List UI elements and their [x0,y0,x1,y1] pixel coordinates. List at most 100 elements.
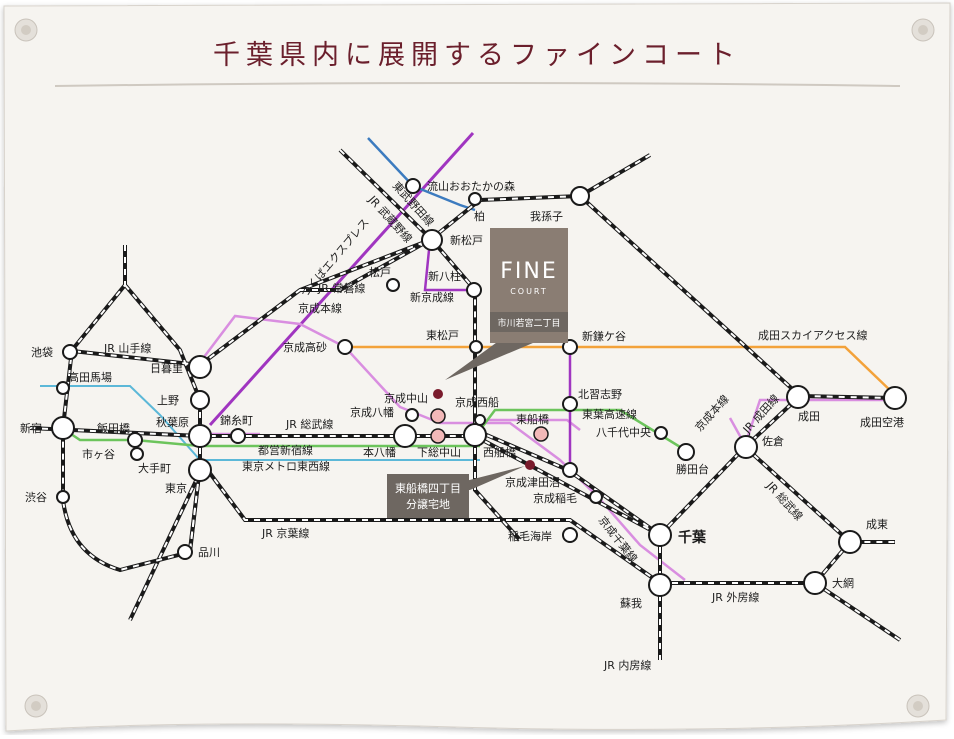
property-marker-higashifunabashi [525,460,535,470]
station-marker-narita [786,385,810,409]
station-label-kinshicho: 錦糸町 [220,413,253,427]
pin-top-right-icon [911,18,935,42]
line-label-keisei-main: 京成本線 [298,301,342,315]
station-marker-shibuya [56,490,70,504]
station-marker-kashiwa [468,192,482,206]
station-label-shinagawa: 品川 [198,546,220,559]
station-label-shinmatsudo: 新松戸 [450,233,483,247]
station-label-otemachi: 大手町 [138,461,171,475]
station-marker-keisei-tsudanuma [562,462,578,478]
station-marker-keisei-nakayama [430,408,446,424]
station-label-shinkamagaya: 新鎌ケ谷 [582,329,626,343]
station-marker-akihabara [188,424,212,448]
station-label-shinyahashira: 新八柱 [428,269,461,283]
station-marker-iidabashi [127,432,143,448]
station-label-keisei-nakayama: 京成中山 [384,391,428,405]
station-marker-matsudo [386,278,400,292]
pin-bottom-right-icon [906,694,930,718]
station-marker-tokyo [188,458,212,482]
station-marker-keisei-inage [589,490,603,504]
line-label-tozai: 東京メトロ東西線 [242,459,330,473]
line-label-jr-sotobo: JR 外房線 [711,590,759,604]
callout-line1: 東船橋四丁目 [395,481,461,495]
station-label-shinjuku: 新宿 [20,421,42,435]
station-marker-nippori [188,355,212,379]
line-label-jr-uchibo: JR 内房線 [603,658,651,672]
station-label-yachiyo-chuo: 八千代中央 [596,426,651,439]
title-rule [54,82,901,87]
station-marker-motoyawata [393,424,417,448]
line-label-jr-joban: JR 常磐線 [317,281,365,295]
pin-top-left-icon [14,18,38,42]
station-marker-abiko [570,186,590,206]
station-marker-katsutadai [677,443,695,461]
station-label-kashiwa: 柏 [474,209,485,223]
page-title: 千葉県内に展開するファインコート [213,40,741,71]
station-marker-kitanarashino [562,396,578,412]
line-label-narita-sky: 成田スカイアクセス線 [758,328,867,342]
callout-line2: 分譲宅地 [406,497,450,511]
station-label-kitanarashino: 北習志野 [578,388,622,401]
line-label-toyo-rapid: 東葉高速線 [582,407,637,421]
station-marker-keisei-yawata [405,408,419,422]
station-marker-yachiyo-chuo [654,426,668,440]
fine-court-brand-box: FINE COURT 市川若宮二丁目 [445,228,568,380]
station-marker-kinshicho [230,428,246,444]
callout-higashifunabashi: 東船橋四丁目 分譲宅地 [387,466,525,518]
station-marker-nishifunabashi [463,423,487,447]
property-marker-ichikawa [433,389,443,399]
station-marker-shinmatsudo [421,229,443,251]
station-marker-keisei-takasago [337,339,353,355]
pin-bottom-left-icon [24,694,48,718]
station-label-togane: 成東 [866,518,888,531]
station-label-narita-airport: 成田空港 [860,415,904,429]
station-label-soga: 蘇我 [620,597,642,610]
station-marker-sakura [734,435,758,459]
station-marker-inage-kaigan [562,527,578,543]
station-label-chiba: 千葉 [678,529,707,546]
line-label-shin-keisei: 新京成線 [410,290,454,304]
line-label-toei-shinjuku: 都営新宿線 [258,443,313,457]
brand-site-label: 市川若宮二丁目 [497,317,560,329]
station-label-keisei-takasago: 京成高砂 [283,340,327,354]
station-label-nishifunabashi: 西船橋 [483,445,516,459]
station-label-nippori: 日暮里 [150,361,183,375]
station-label-tokyo: 東京 [165,481,187,495]
station-label-higashifunabashi: 東船橋 [516,412,549,426]
line-label-jr-yamanote: JR 山手線 [103,341,151,355]
station-label-matsudo: 松戸 [369,265,391,279]
station-marker-shinkamagaya [562,339,578,355]
station-label-keisei-inage: 京成稲毛 [533,491,577,505]
station-label-ikebukuro: 池袋 [31,345,53,359]
station-marker-shinagawa [177,544,193,560]
station-label-abiko: 我孫子 [530,210,563,223]
station-marker-ichigaya [130,447,144,461]
station-marker-shimousa-nakayama [430,428,446,444]
station-marker-shinjuku [51,416,75,440]
station-marker-nagareyama [405,178,421,194]
station-label-iidabashi: 飯田橋 [97,421,130,435]
station-marker-chiba [648,523,672,547]
line-label-jr-sobu: JR 総武線 [285,417,333,431]
station-marker-togane [838,530,862,554]
station-label-takadanobaba: 高田馬場 [68,370,112,384]
station-marker-oami [803,571,827,595]
station-marker-ikebukuro [62,344,78,360]
station-marker-soga [648,573,672,597]
brand-name: FINE [500,259,558,284]
station-label-keisei-nishifunabashi: 京成西船 [455,395,499,409]
station-label-ichigaya: 市ヶ谷 [82,447,115,461]
station-label-sakura: 佐倉 [762,434,784,448]
station-label-ueno: 上野 [157,394,179,407]
line-label-jr-keiyo: JR 京葉線 [261,526,309,540]
station-label-keisei-yawata: 京成八幡 [350,405,394,419]
station-label-nagareyama: 流山おおたかの森 [427,179,515,193]
station-marker-shinyahashira [466,282,482,298]
station-label-shibuya: 渋谷 [25,491,47,504]
station-marker-takadanobaba [56,381,70,395]
cyan-tozai-line [40,385,480,461]
station-label-inage-kaigan: 稲毛海岸 [508,529,552,543]
station-label-narita: 成田 [798,410,820,423]
